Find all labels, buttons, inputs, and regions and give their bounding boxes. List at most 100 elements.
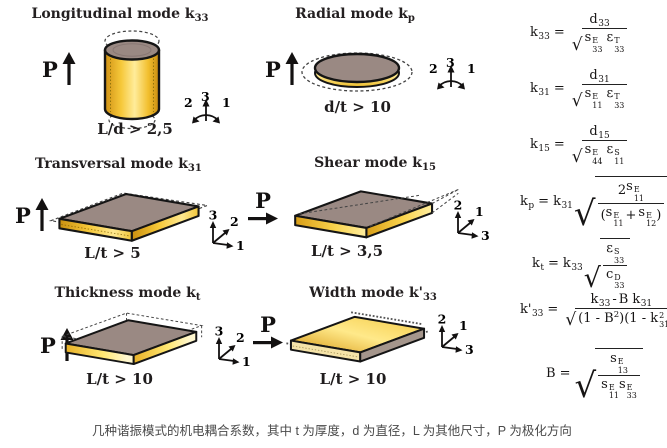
polarization-arrow-up-icon [285, 52, 299, 85]
subscript: 33 [614, 255, 625, 265]
mode-panel-thickness: Thickness mode kt P 3 2 1 [10, 280, 251, 400]
plate-illustration [60, 312, 204, 366]
mode-title: Thickness mode kt [50, 285, 205, 303]
symbol: k [553, 194, 561, 210]
axis-right-label: 1 [242, 354, 251, 368]
plate-illustration [294, 189, 459, 239]
superscript: 2 [659, 311, 665, 320]
superscript: T [614, 36, 620, 45]
subscript: 13 [617, 365, 628, 375]
axis-right-label: 1 [236, 238, 245, 252]
mode-panel-radial: Radial mode kp P 2 3 1 [245, 4, 480, 152]
superscript: 2 [613, 309, 620, 320]
symbol: k [590, 292, 599, 307]
symbol: k' [520, 302, 532, 318]
expression: )(1 - k [619, 311, 659, 327]
polarization-label: P [260, 312, 276, 337]
subscript: 11 [592, 100, 603, 110]
symbol: s [610, 351, 617, 366]
subscript: 33 [614, 100, 625, 110]
subscript: 11 [608, 391, 619, 401]
equals-sign: = [553, 80, 565, 96]
mode-title: Width mode k'33 [303, 285, 443, 303]
mode-title: Radial mode kp [270, 6, 440, 24]
symbol: d [589, 68, 598, 83]
subscript: 31 [598, 75, 610, 85]
symbol: d [589, 12, 598, 27]
polarization-arrow-up-icon [62, 52, 76, 85]
axes-orientation-icon: 3 2 1 [215, 326, 251, 368]
subscript: 33 [614, 281, 625, 291]
ratio-label: L/d > 2,5 [97, 120, 173, 138]
mode-title: Shear mode k15 [300, 155, 450, 173]
disc-illustration [301, 52, 413, 92]
symbol: s [584, 30, 592, 45]
subscript: 31 [659, 319, 667, 329]
superscript: S [614, 148, 620, 157]
superscript: E [608, 382, 615, 392]
mode-title: Longitudinal mode k33 [20, 6, 220, 24]
ratio-label: L/t > 10 [319, 370, 387, 388]
symbol: s [584, 86, 592, 101]
equals-sign: = [553, 24, 565, 40]
polarization-label: P [40, 332, 56, 358]
symbol: s [626, 179, 633, 194]
cylinder-illustration [103, 30, 161, 130]
subscript: 11 [614, 156, 625, 166]
subscript: 31 [538, 87, 550, 98]
axis-up-label: 3 [215, 326, 224, 339]
superscript: E [646, 210, 652, 220]
mode-title-text: Radial mode k [295, 6, 408, 22]
mode-panel-width: Width mode k'33 P 2 1 3 [245, 280, 485, 400]
radical-sign: √ [571, 147, 583, 168]
mode-title-sub: 33 [194, 13, 209, 24]
polarization-mark: P [15, 198, 49, 232]
polarization-mark: P [253, 314, 283, 349]
mode-panel-transversal: Transversal mode k31 P 3 2 1 [10, 152, 245, 277]
equals-sign: = [548, 256, 559, 272]
symbol: ε [606, 142, 614, 157]
axis-right-label: 3 [481, 228, 490, 242]
polarization-label: P [42, 56, 58, 82]
axis-3-label: 3 [201, 90, 210, 104]
symbol: k [530, 136, 538, 152]
mode-title-sub: 33 [422, 292, 437, 303]
symbol: s [584, 142, 592, 157]
polarization-mark: P [248, 190, 278, 225]
superscript: E [592, 36, 599, 45]
superscript: E [592, 92, 599, 101]
subscript: 12 [646, 219, 657, 229]
symbol: k [520, 194, 528, 210]
axis-2-label: 2 [429, 61, 438, 76]
polarization-label: P [255, 188, 271, 213]
symbol: k [562, 256, 571, 272]
radical-sign: √ [565, 310, 577, 331]
axis-up-label: 2 [438, 314, 447, 327]
equals-sign: = [538, 194, 550, 210]
subscript: 11 [633, 193, 645, 203]
axis-1-label: 1 [222, 95, 231, 110]
superscript: E [592, 148, 599, 157]
subscript: 33 [531, 309, 544, 320]
expression: (1 - B [578, 311, 614, 327]
mode-title-text: Thickness mode k [54, 285, 196, 301]
subscript: p [528, 201, 535, 212]
radical-sign: √ [574, 365, 597, 406]
symbol: k [530, 24, 538, 40]
mode-title-sub: t [195, 292, 201, 303]
paren: ) [656, 208, 662, 224]
ratio-label: L/t > 3,5 [310, 242, 384, 260]
mode-panel-shear: Shear mode k15 P 2 1 3 [245, 152, 490, 277]
subscript: 31 [640, 299, 653, 309]
coefficient: 2 [617, 182, 627, 198]
symbol: k [530, 80, 538, 96]
mode-title-text: Shear mode k [314, 155, 423, 171]
polarization-label: P [15, 202, 31, 228]
axes-orientation-icon: 2 1 3 [438, 314, 474, 356]
symbol: s [619, 376, 626, 392]
subscript: t [540, 263, 545, 274]
